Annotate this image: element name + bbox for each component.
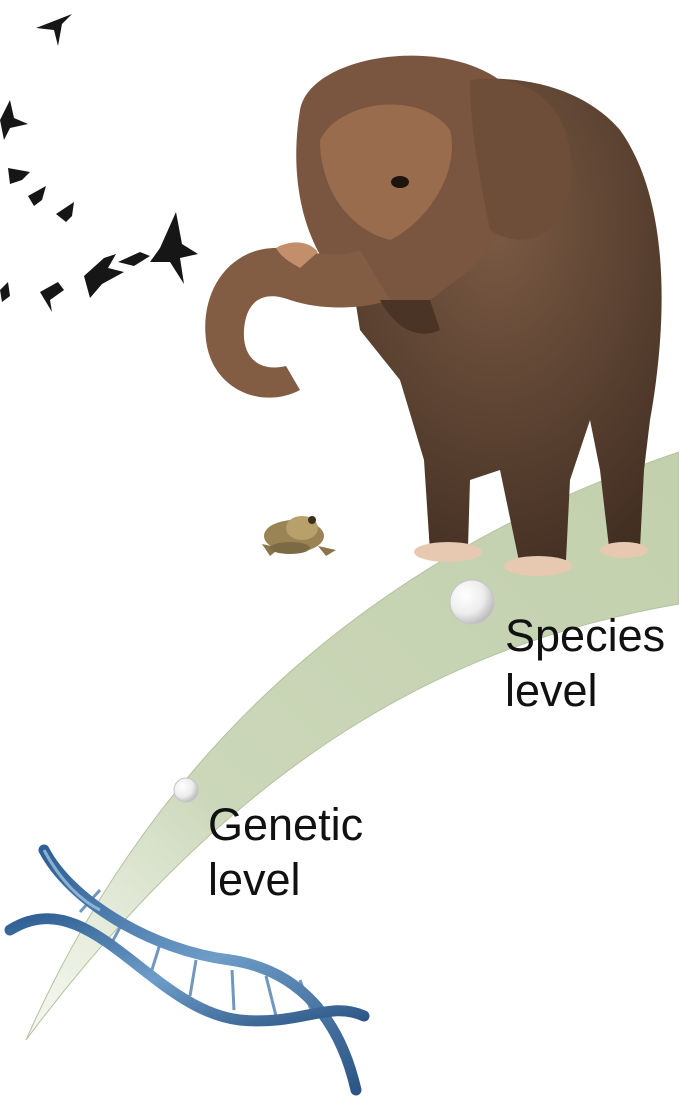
birds-icon <box>0 14 198 312</box>
frog-icon <box>262 516 336 556</box>
species-level-label-line2: level <box>505 663 665 718</box>
genetic-level-label-line1: Genetic <box>208 797 363 852</box>
species-level-label-line1: Species <box>505 608 665 663</box>
species-level-label: Species level <box>505 608 665 718</box>
genetic-level-label: Genetic level <box>208 797 363 907</box>
species-level-marker <box>450 580 494 624</box>
genetic-level-marker <box>174 778 198 802</box>
genetic-level-label-line2: level <box>208 852 363 907</box>
